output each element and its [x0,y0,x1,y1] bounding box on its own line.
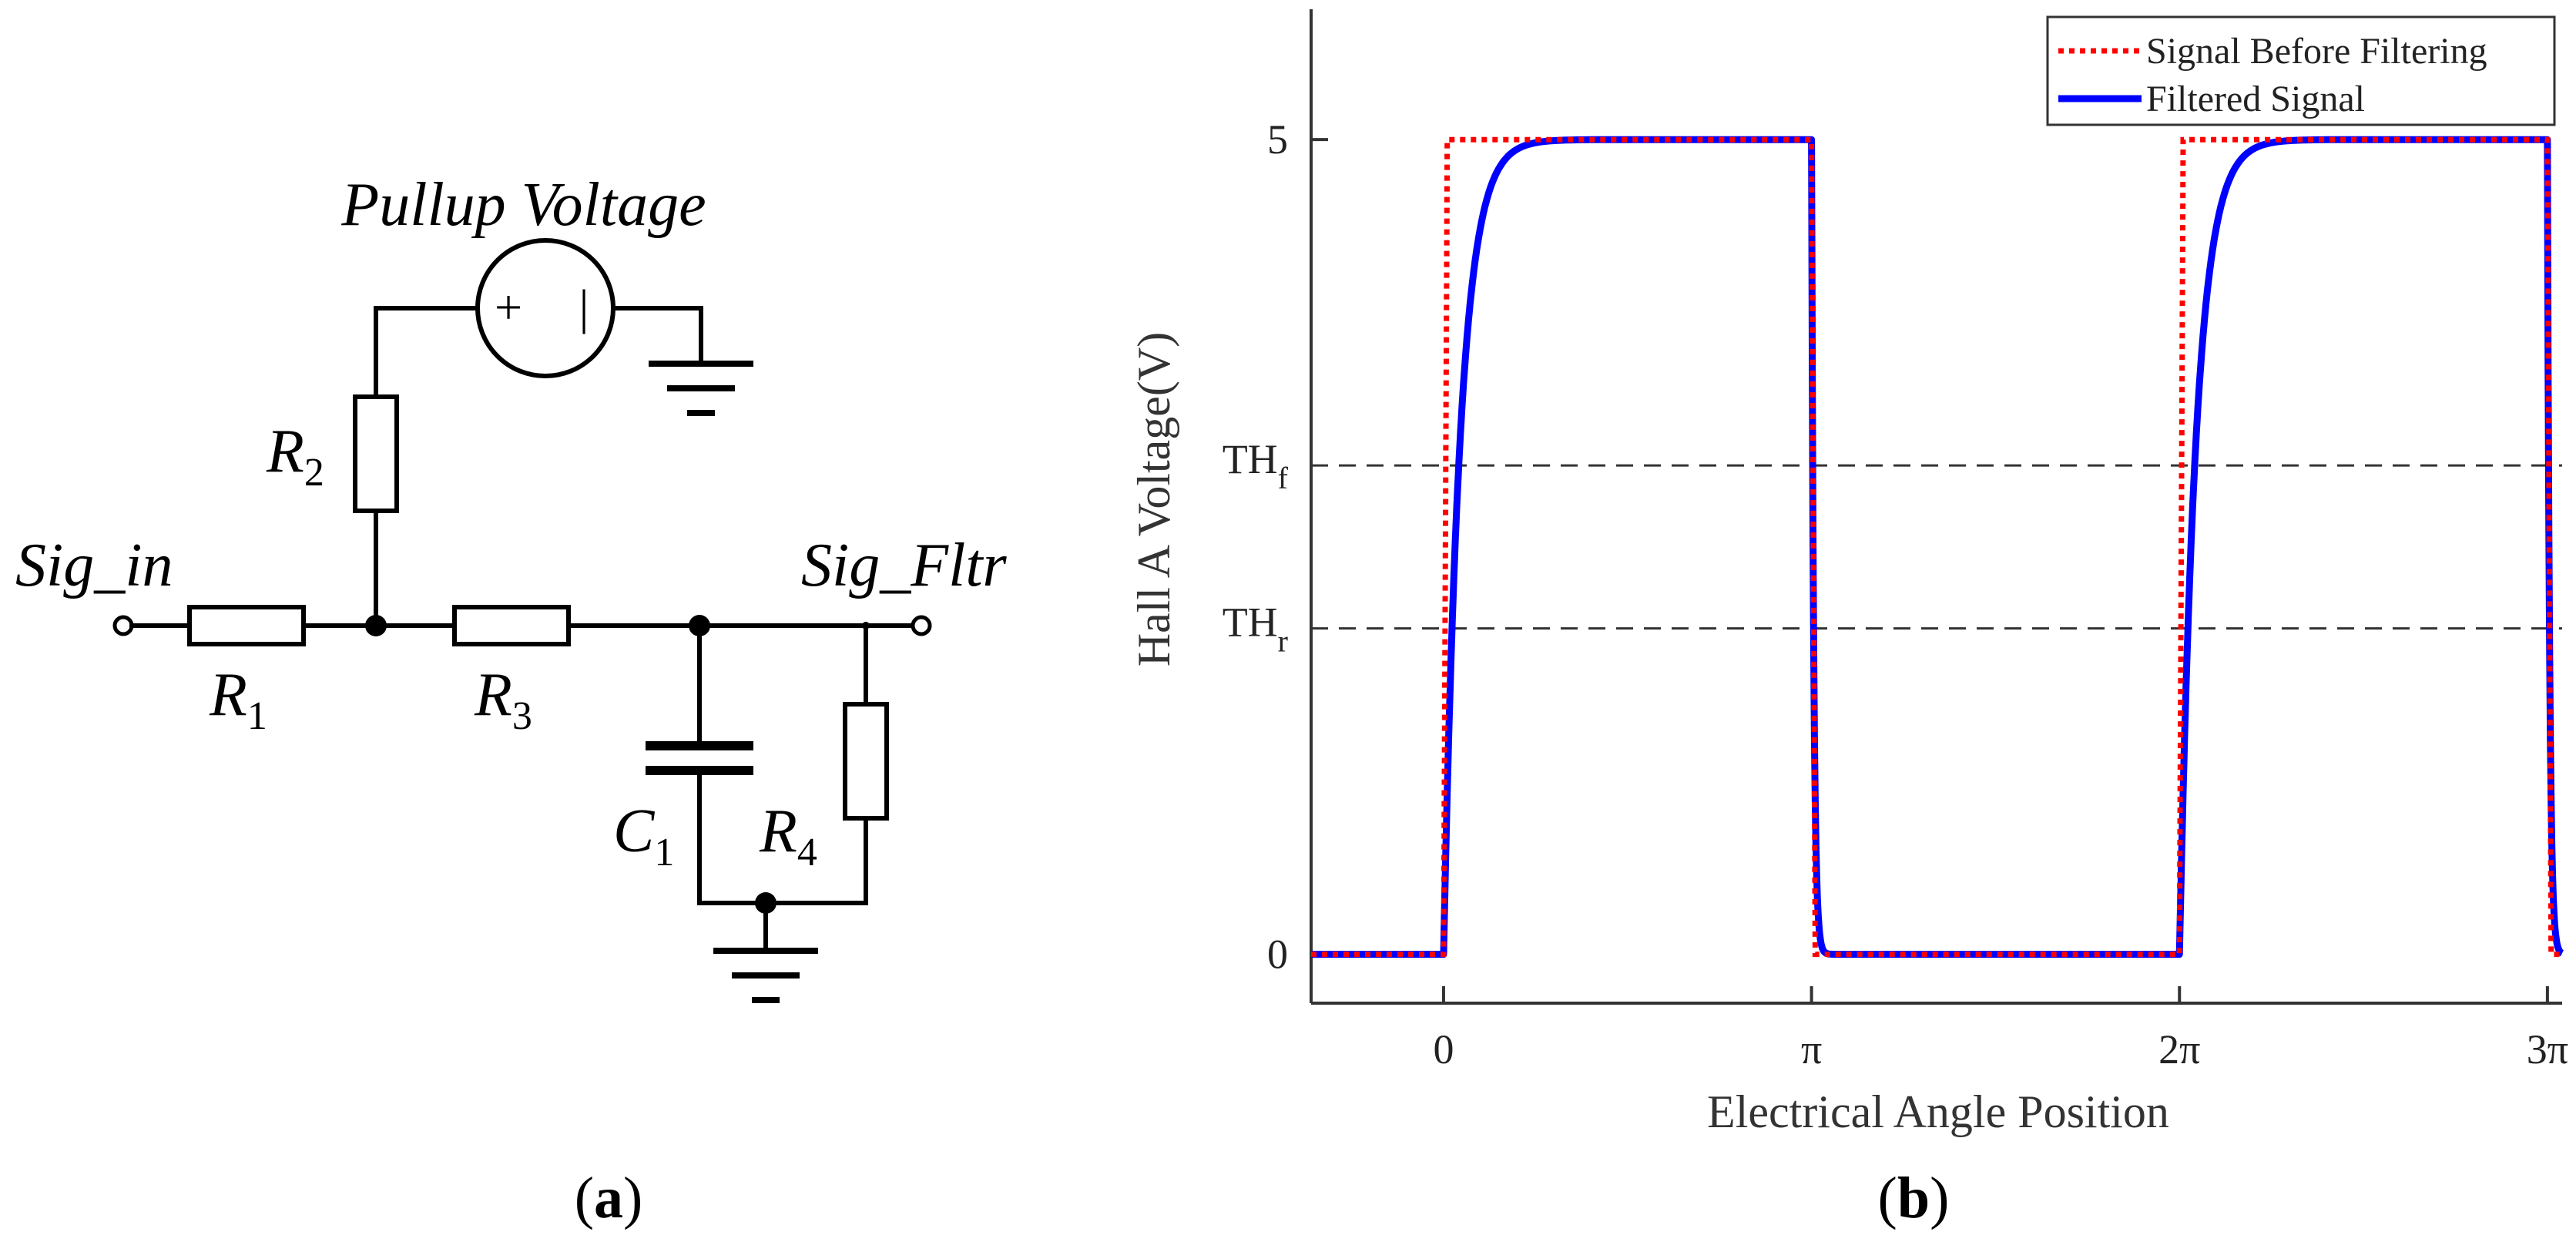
series-signal-before-filtering [1311,136,2562,958]
threshold-label-r: THr [1223,599,1288,659]
y-axis-label: Hall A Voltage(V) [1129,332,1179,666]
legend-box [2046,15,2556,126]
x-tick-label: 3π [2527,1026,2568,1072]
legend-entry-0: Signal Before Filtering [2146,31,2487,72]
series-filtered-signal [1308,136,2565,958]
x-axis-label: Electrical Angle Position [1707,1086,2169,1137]
output-terminal [911,615,932,636]
r1-label: R1 [209,661,267,738]
resistor-r3 [452,605,571,646]
source-plus-sign: + [495,280,522,334]
caption-b: (b) [1878,1166,1950,1230]
resistor-r4 [843,702,889,821]
wire-source-to-r2 [374,306,480,399]
resistor-r2 [353,394,399,513]
wire-c1-to-ground [697,768,868,905]
c1-label: C1 [613,797,674,874]
junction-node-1 [365,615,387,636]
source-label: Pullup Voltage [340,171,706,239]
x-tick-label: 2π [2158,1026,2200,1072]
circuit-diagram: + | Pullup Voltage R2 Sig_in Sig_Fltr R1… [15,171,1008,1230]
legend-entry-1: Filtered Signal [2146,79,2365,119]
source-minus-sign: | [579,280,589,334]
sig-out-label: Sig_Fltr [801,532,1008,599]
ground-symbol-bottom [713,948,818,1003]
r4-label: R4 [759,797,817,874]
caption-a: (a) [575,1166,643,1230]
x-tick-label: 0 [1433,1026,1454,1072]
ground-symbol-top [649,361,753,416]
sig-in-label: Sig_in [15,532,173,599]
y-tick-label: 0 [1267,932,1288,978]
resistor-r1 [187,605,306,646]
r3-label: R3 [474,661,532,738]
wire-corner [862,622,870,629]
x-tick-label: π [1801,1026,1822,1072]
input-terminal [112,615,134,636]
threshold-label-f: THf [1223,436,1289,495]
y-tick-label: 5 [1267,116,1288,163]
r2-label: R2 [266,418,324,495]
wire-source-to-ground [611,306,703,366]
